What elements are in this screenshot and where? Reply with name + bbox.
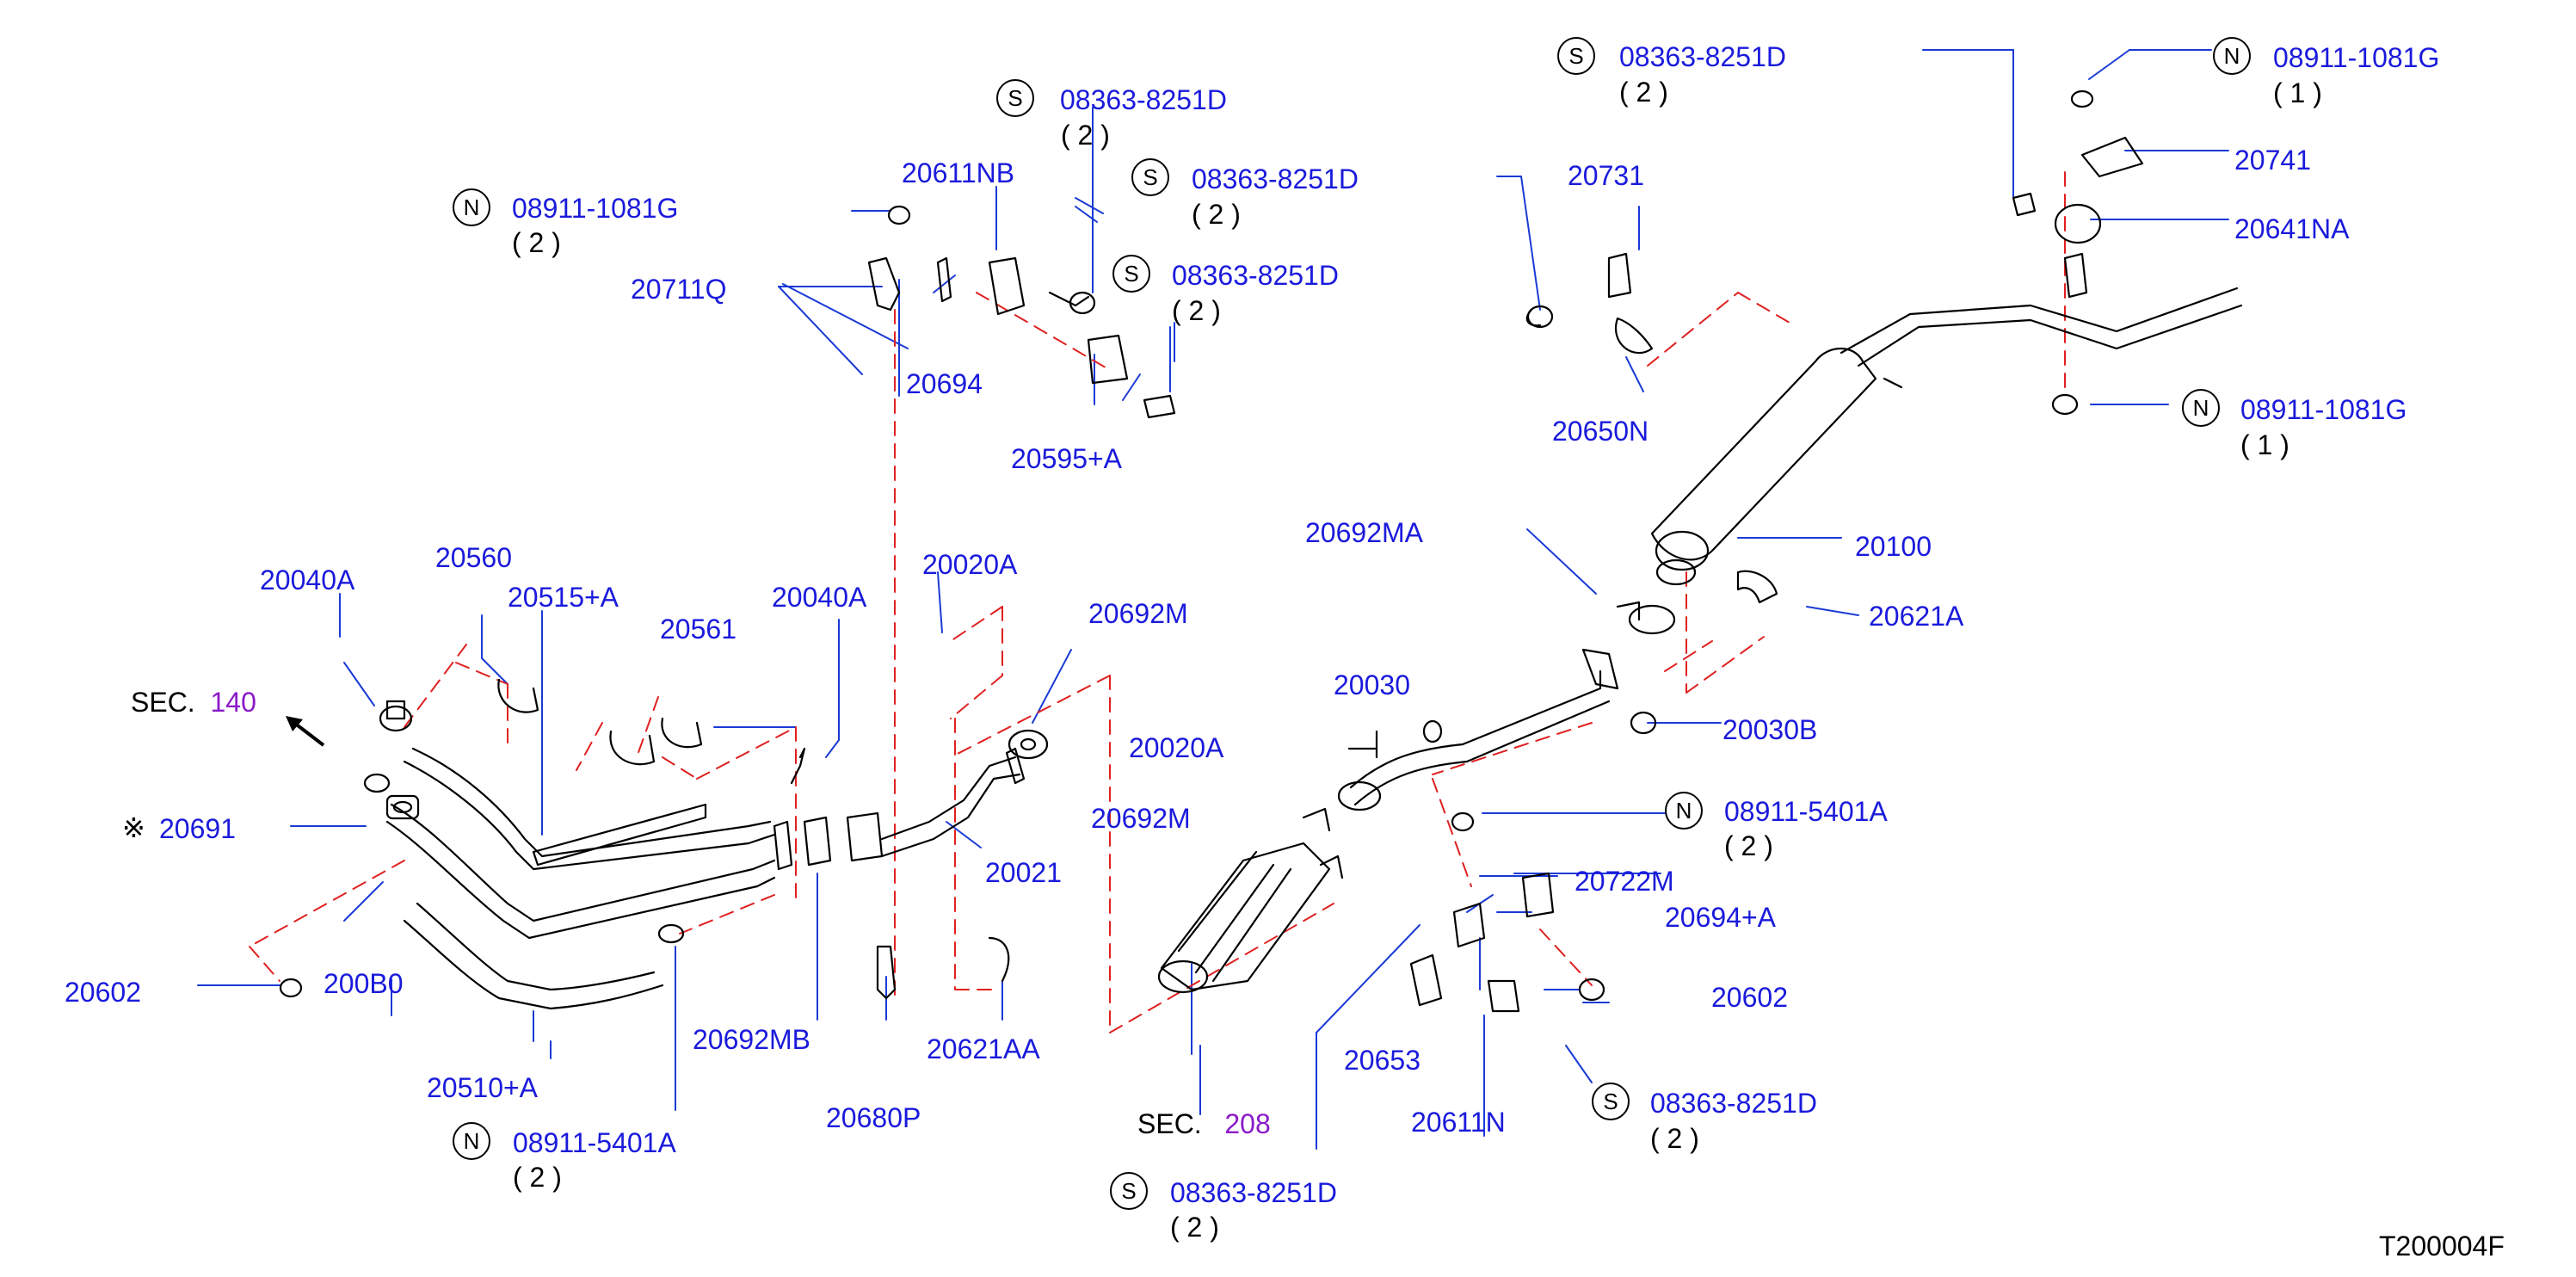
leader-lines — [197, 49, 2229, 1150]
part-n-08911-1081-a[interactable]: 08911-1081G — [512, 193, 679, 224]
part-20040A-center[interactable]: 20040A — [772, 582, 867, 613]
part-20021[interactable]: 20021 — [985, 857, 1062, 888]
section-number-140[interactable]: 140 — [210, 687, 256, 718]
part-20692MB[interactable]: 20692MB — [693, 1024, 810, 1055]
part-20030[interactable]: 20030 — [1334, 669, 1410, 700]
qty-n-08911-5401-b: ( 2 ) — [513, 1162, 562, 1193]
part-20694A[interactable]: 20694+A — [1665, 902, 1777, 933]
part-20694[interactable]: 20694 — [906, 368, 983, 399]
part-20100[interactable]: 20100 — [1855, 531, 1932, 562]
part-20621AA[interactable]: 20621AA — [927, 1033, 1040, 1064]
arrow-icon — [284, 714, 327, 749]
n-badge-1: N — [453, 188, 490, 226]
part-20621A[interactable]: 20621A — [1869, 601, 1964, 632]
part-20561[interactable]: 20561 — [660, 614, 736, 645]
part-n-08911-1081-b[interactable]: 08911-1081G — [2273, 42, 2440, 73]
dashed-guides — [249, 171, 2066, 1033]
part-20510A[interactable]: 20510+A — [427, 1072, 539, 1103]
part-20641NA[interactable]: 20641NA — [2234, 213, 2350, 244]
qty-n-08911-1081-c: ( 1 ) — [2240, 429, 2289, 460]
section-prefix: SEC. — [131, 687, 195, 718]
part-20731[interactable]: 20731 — [1568, 160, 1644, 191]
s-badge-4: S — [1557, 37, 1595, 75]
part-20515A[interactable]: 20515+A — [508, 582, 619, 613]
front-pipes — [385, 729, 1049, 1010]
clamps-left — [279, 678, 1010, 1000]
note-mark: ※ — [122, 812, 145, 843]
n-badge-3: N — [2182, 389, 2220, 427]
s-badge-5: S — [1592, 1083, 1630, 1120]
part-20030B[interactable]: 20030B — [1722, 714, 1818, 745]
part-200B0[interactable]: 200B0 — [324, 968, 404, 999]
part-20611N[interactable]: 20611N — [1411, 1107, 1506, 1138]
s-badge-2: S — [1131, 158, 1169, 196]
part-20595A[interactable]: 20595+A — [1011, 443, 1123, 474]
part-20722M[interactable]: 20722M — [1575, 866, 1674, 897]
part-20692M-mid[interactable]: 20692M — [1091, 803, 1191, 834]
part-s-08363-d[interactable]: 08363-8251D — [1619, 41, 1786, 72]
part-20020A-top[interactable]: 20020A — [922, 549, 1018, 580]
qty-s-08363-c: ( 2 ) — [1172, 295, 1221, 326]
muffler — [1616, 287, 2243, 621]
s-badge-6: S — [1110, 1172, 1148, 1210]
section-ref-140: SEC. 140 — [131, 688, 256, 716]
qty-s-08363-f: ( 2 ) — [1170, 1212, 1219, 1243]
part-20680P[interactable]: 20680P — [826, 1102, 921, 1133]
hangers-top — [867, 89, 2144, 419]
n-badge-5: N — [453, 1122, 490, 1160]
s-badge-3: S — [1112, 255, 1150, 293]
part-n-08911-1081-c[interactable]: 08911-1081G — [2240, 394, 2407, 425]
part-20711Q[interactable]: 20711Q — [631, 274, 727, 305]
part-n-08911-5401-a[interactable]: 08911-5401A — [1724, 796, 1888, 827]
part-20692MA[interactable]: 20692MA — [1305, 517, 1423, 548]
part-n-08911-5401-b[interactable]: 08911-5401A — [513, 1127, 676, 1158]
part-20602-left[interactable]: 20602 — [65, 977, 141, 1008]
part-20611NB[interactable]: 20611NB — [902, 157, 1015, 188]
part-20040A-left[interactable]: 20040A — [260, 564, 355, 595]
center-pipe — [1337, 604, 1676, 811]
part-20691[interactable]: 20691 — [159, 813, 236, 844]
part-20602-right[interactable]: 20602 — [1711, 982, 1788, 1013]
qty-n-08911-1081-b: ( 1 ) — [2273, 77, 2322, 108]
s-badge-1: S — [996, 79, 1034, 117]
qty-n-08911-1081-a: ( 2 ) — [512, 227, 561, 258]
part-s-08363-b[interactable]: 08363-8251D — [1192, 163, 1359, 194]
n-badge-2: N — [2213, 37, 2251, 75]
part-s-08363-e[interactable]: 08363-8251D — [1650, 1088, 1817, 1119]
part-s-08363-f[interactable]: 08363-8251D — [1170, 1177, 1337, 1208]
qty-n-08911-5401-a: ( 2 ) — [1724, 830, 1773, 861]
section-ref-208: SEC. 208 — [1137, 1110, 1271, 1138]
part-20650N[interactable]: 20650N — [1552, 416, 1649, 447]
part-20692M-top[interactable]: 20692M — [1088, 598, 1188, 629]
part-20653[interactable]: 20653 — [1344, 1045, 1420, 1076]
diagram-reference-code: T200004F — [2379, 1231, 2505, 1262]
qty-s-08363-d: ( 2 ) — [1619, 77, 1668, 108]
part-s-08363-a[interactable]: 08363-8251D — [1060, 84, 1227, 115]
catalyst — [1157, 807, 1344, 994]
qty-s-08363-a: ( 2 ) — [1061, 120, 1110, 151]
part-20020A-mid[interactable]: 20020A — [1129, 732, 1224, 763]
part-20560[interactable]: 20560 — [435, 542, 512, 573]
hangers-right — [1409, 570, 1778, 1013]
qty-s-08363-b: ( 2 ) — [1192, 199, 1241, 230]
part-20741[interactable]: 20741 — [2234, 145, 2311, 176]
n-badge-4: N — [1665, 792, 1703, 830]
part-s-08363-c[interactable]: 08363-8251D — [1172, 260, 1339, 291]
section-number-208[interactable]: 208 — [1224, 1108, 1271, 1139]
section-prefix-2: SEC. — [1137, 1108, 1202, 1139]
qty-s-08363-e: ( 2 ) — [1650, 1123, 1699, 1154]
